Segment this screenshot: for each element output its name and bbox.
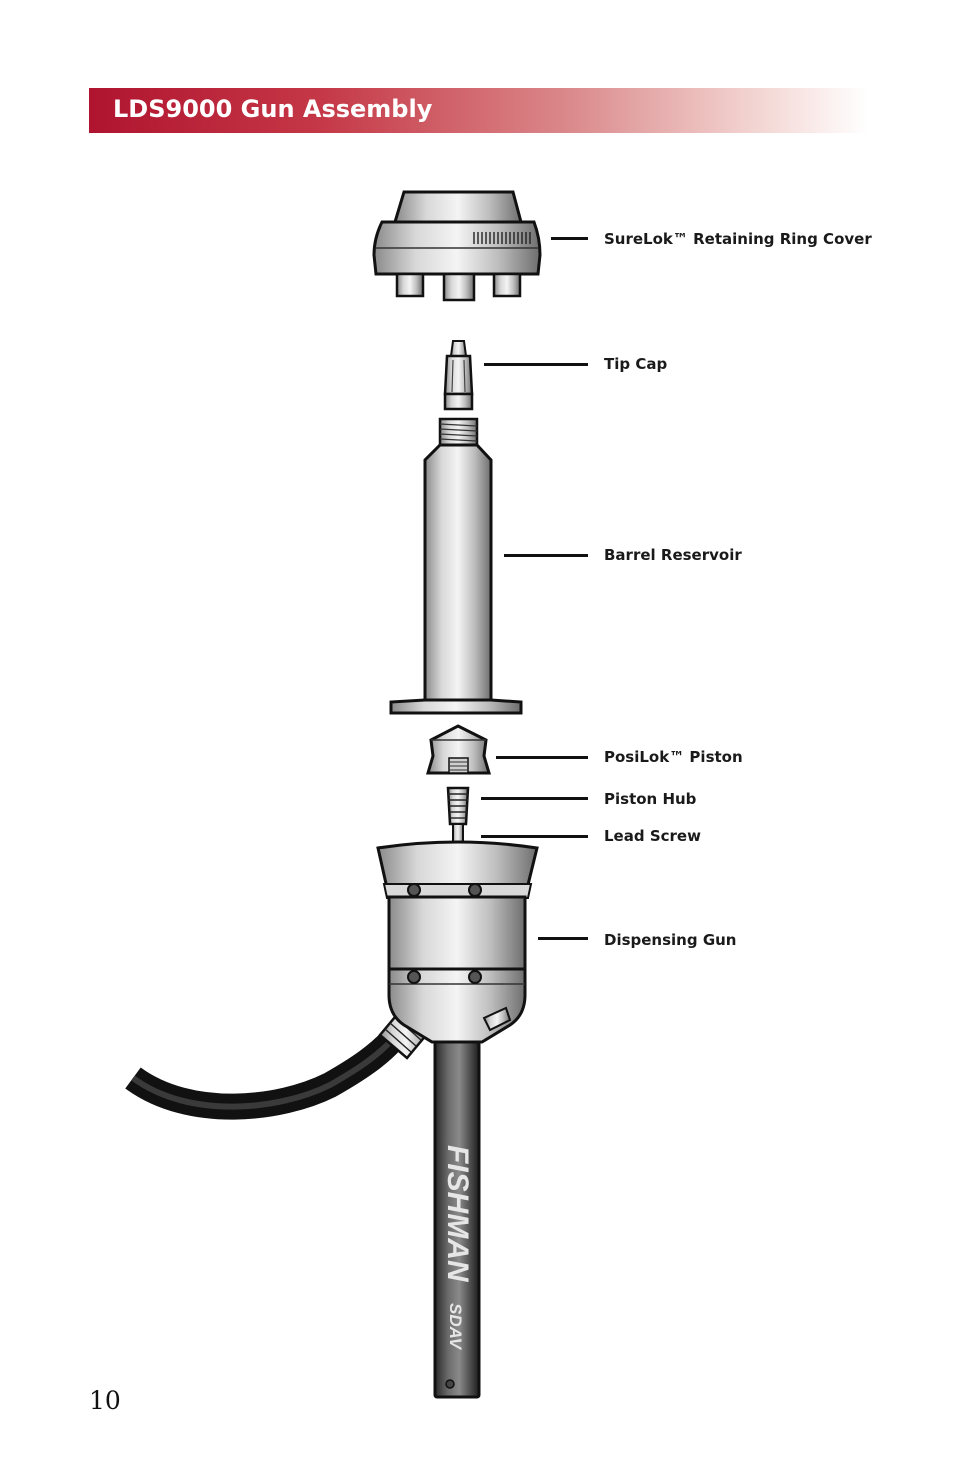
handle-brand-text: FISHMAN [441, 1145, 474, 1283]
label-dispensing-gun: Dispensing Gun [604, 931, 737, 949]
dispensing-gun-part: FISHMAN SDAV [376, 840, 539, 1399]
page-number: 10 [89, 1386, 121, 1415]
surelok-cover-part [372, 190, 542, 302]
leader-line-posilok [496, 756, 588, 759]
label-lead-screw: Lead Screw [604, 827, 701, 845]
leader-line-dispensing-gun [538, 937, 588, 940]
section-header-bar: LDS9000 Gun Assembly [89, 88, 868, 133]
cable-part [125, 1003, 434, 1120]
label-piston-hub: Piston Hub [604, 790, 697, 808]
piston-hub-part [446, 786, 470, 826]
leader-line-barrel [504, 554, 588, 557]
leader-line-piston-hub [481, 797, 588, 800]
label-posilok-piston: PosiLok™ Piston [604, 748, 743, 766]
label-barrel-reservoir: Barrel Reservoir [604, 546, 742, 564]
posilok-piston-part [425, 724, 492, 775]
tip-cap-part [443, 340, 474, 411]
label-tip-cap: Tip Cap [604, 355, 668, 373]
handle-model-text: SDAV [446, 1303, 465, 1351]
section-title: LDS9000 Gun Assembly [113, 95, 433, 123]
label-surelok-cover: SureLok™ Retaining Ring Cover [604, 230, 872, 248]
barrel-reservoir-part [389, 417, 523, 715]
leader-line-surelok [551, 237, 588, 240]
leader-line-lead-screw [481, 835, 588, 838]
leader-line-tip-cap [484, 363, 588, 366]
